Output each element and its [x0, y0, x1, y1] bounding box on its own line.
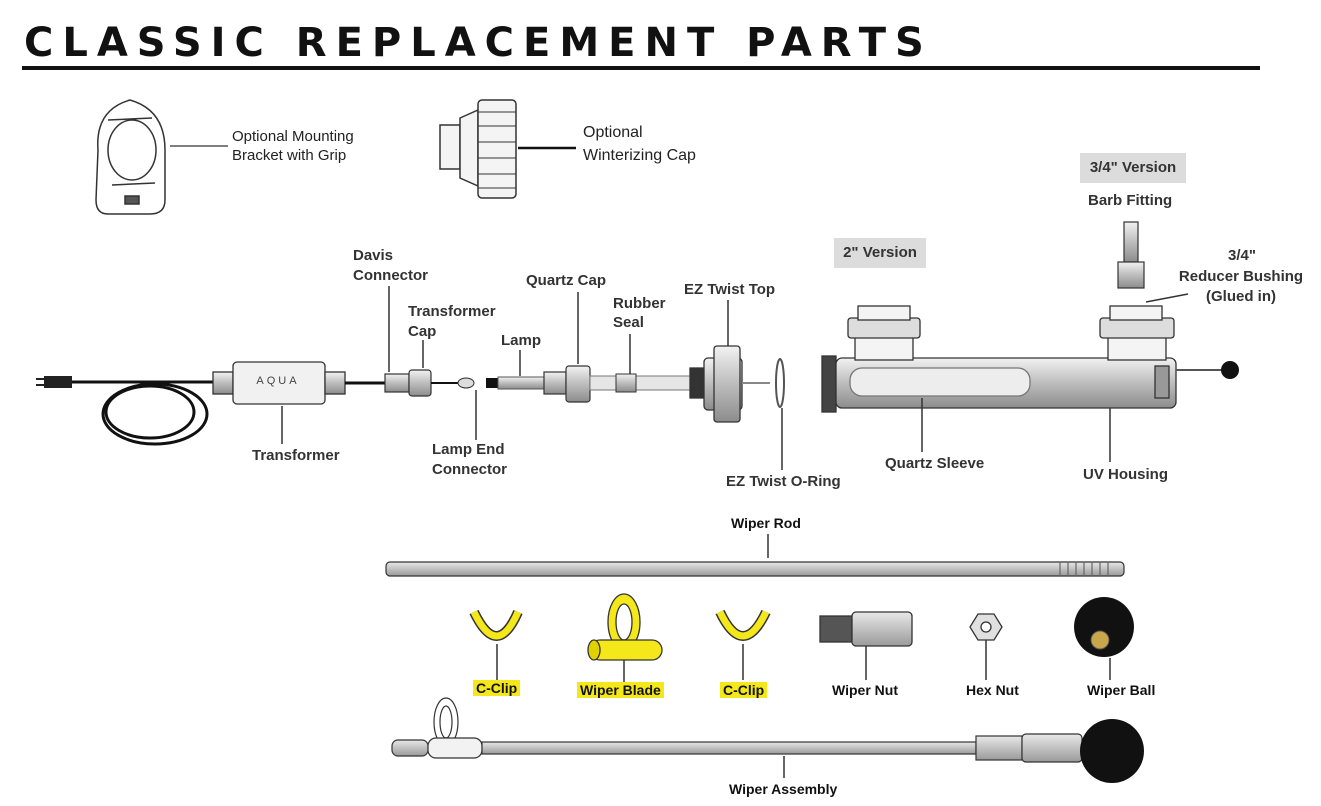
lamp-icon [497, 376, 545, 390]
wiper-nut-icon [819, 611, 913, 647]
c-clip-1-label: C-Clip [473, 680, 521, 696]
transformer-icon [212, 361, 346, 405]
quartz-tube [589, 375, 691, 391]
cap-label-2: Winterizing Cap [583, 147, 696, 164]
winterizing-cap-icon [439, 99, 517, 199]
transformer-cap-label-2: Cap [408, 323, 437, 340]
wiper-rod-icon [385, 561, 1125, 577]
ez-twist-top-icon [689, 345, 743, 423]
power-cord [60, 380, 214, 446]
lamp-label: Lamp [501, 332, 542, 349]
lamp-pins [486, 378, 498, 388]
davis-label-1: Davis [353, 247, 394, 264]
wiper-blade-icon [587, 593, 663, 661]
wiper-leaders [496, 640, 1111, 778]
hex-nut-icon [969, 613, 1003, 641]
rubber-seal-label-1: Rubber [613, 295, 666, 312]
wiper-ball-label: Wiper Ball [1087, 682, 1156, 698]
lamp-end-connector-icon [457, 377, 475, 389]
quartz-sleeve-label: Quartz Sleeve [885, 455, 985, 472]
version-34-badge: 3/4" Version [1080, 153, 1186, 183]
assembly-wiper-ball [1080, 719, 1144, 783]
wiper-blade-label: Wiper Blade [577, 682, 664, 698]
wiper-assembly-label: Wiper Assembly [729, 781, 838, 797]
ez-oring-icon [775, 358, 785, 408]
wiper-assembly-icon [391, 697, 1083, 763]
wiper-rod-label: Wiper Rod [731, 515, 801, 531]
uv-housing-icon [821, 305, 1177, 413]
hex-nut-label: Hex Nut [966, 682, 1019, 698]
mounting-bracket-icon [95, 99, 166, 215]
barb-fitting-icon [1117, 221, 1145, 289]
quartz-cap-icon [543, 365, 591, 403]
lamp-end-label-2: Connector [432, 461, 507, 478]
transformer-label: Transformer [252, 447, 340, 464]
cap-label-1: Optional [583, 124, 643, 141]
ez-twist-top-label: EZ Twist Top [684, 281, 776, 298]
rubber-seal-label-2: Seal [613, 314, 644, 331]
reducer-label-3: (Glued in) [1206, 288, 1276, 305]
lamp-end-label-1: Lamp End [432, 441, 505, 458]
barb-fitting-label: Barb Fitting [1088, 192, 1173, 209]
bracket-label-1: Optional Mounting [232, 128, 354, 145]
reducer-label-2: Reducer Bushing [1178, 268, 1304, 285]
version-2in-badge: 2" Version [834, 238, 926, 268]
uv-housing-label: UV Housing [1083, 466, 1168, 483]
davis-connector-icon [384, 369, 432, 397]
davis-label-2: Connector [353, 267, 428, 284]
wiper-nut-label: Wiper Nut [832, 682, 898, 698]
housing-wiper-ball [1221, 361, 1239, 379]
wiper-ball-icon [1074, 597, 1134, 657]
page-title: CLASSIC REPLACEMENT PARTS [24, 20, 933, 66]
bracket-label-2: Bracket with Grip [232, 147, 347, 164]
aqua-logo: AQUA [256, 375, 299, 387]
c-clip-2-label: C-Clip [720, 682, 768, 698]
rubber-seal-icon [615, 373, 637, 393]
reducer-label-1: 3/4" [1228, 247, 1256, 264]
transformer-cap-label-1: Transformer [408, 303, 496, 320]
quartz-cap-label: Quartz Cap [526, 272, 607, 289]
title-rule [22, 66, 1260, 70]
plug-icon [44, 376, 72, 388]
leader-lines [281, 286, 1189, 470]
ez-oring-label: EZ Twist O-Ring [726, 473, 841, 490]
